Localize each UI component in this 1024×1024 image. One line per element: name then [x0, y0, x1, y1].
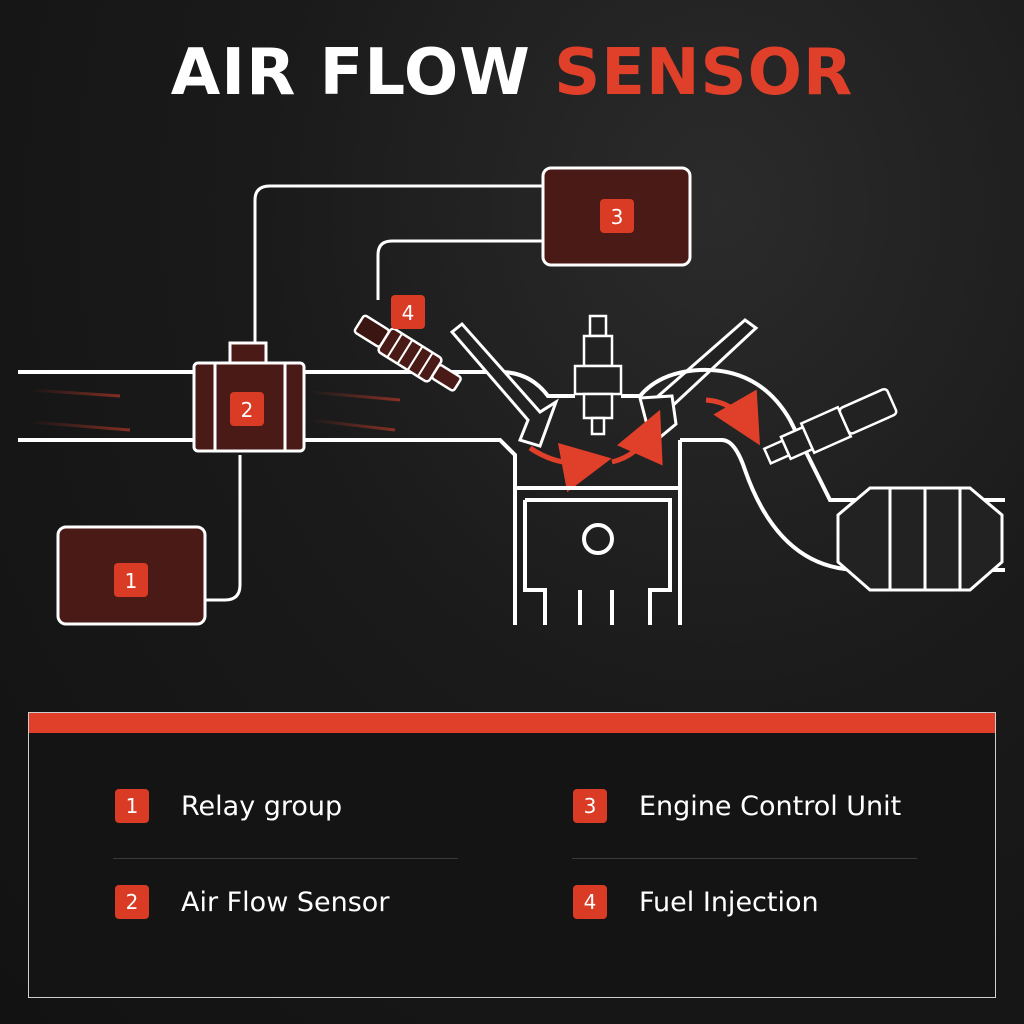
page-title: AIR FLOW SENSOR — [0, 36, 1024, 110]
legend-accent-bar — [29, 713, 995, 733]
wiring — [205, 184, 545, 602]
air-flow-sensor: 2 — [192, 341, 306, 453]
legend-divider — [113, 858, 458, 859]
legend-label: Air Flow Sensor — [181, 886, 390, 918]
title-part-2: SENSOR — [554, 36, 854, 110]
legend-label: Relay group — [181, 790, 343, 822]
spark-plug — [573, 314, 623, 436]
legend-divider — [572, 858, 917, 859]
legend-badge: 3 — [573, 789, 607, 823]
combustion-flow-arrows — [528, 389, 761, 493]
intake-valve — [449, 321, 559, 448]
fuel-injector: 4 — [353, 295, 462, 392]
legend-label: Fuel Injection — [639, 886, 819, 918]
legend-badge: 4 — [573, 885, 607, 919]
badge-2: 2 — [241, 398, 254, 422]
badge-4: 4 — [402, 301, 415, 325]
legend-item-fuel-injection: 4 Fuel Injection — [573, 885, 819, 919]
intake-flow-arrows — [29, 388, 440, 432]
relay-group-box: 1 — [56, 525, 207, 626]
legend-item-relay-group: 1 Relay group — [115, 789, 342, 823]
legend-item-air-flow-sensor: 2 Air Flow Sensor — [115, 885, 389, 919]
legend-badge: 1 — [115, 789, 149, 823]
engine-diagram: 2 1 3 4 — [29, 166, 1004, 626]
title-part-1: AIR FLOW — [170, 36, 531, 110]
oxygen-sensor — [762, 387, 898, 465]
badge-1: 1 — [125, 569, 138, 593]
legend-item-engine-control-unit: 3 Engine Control Unit — [573, 789, 901, 823]
piston — [515, 486, 680, 625]
legend-panel: 1 Relay group 3 Engine Control Unit 2 Ai… — [28, 712, 996, 998]
badge-3: 3 — [611, 205, 624, 229]
legend-badge: 2 — [115, 885, 149, 919]
engine-control-unit-box: 3 — [541, 166, 692, 267]
legend-label: Engine Control Unit — [639, 790, 902, 822]
catalytic-converter — [836, 486, 1004, 592]
